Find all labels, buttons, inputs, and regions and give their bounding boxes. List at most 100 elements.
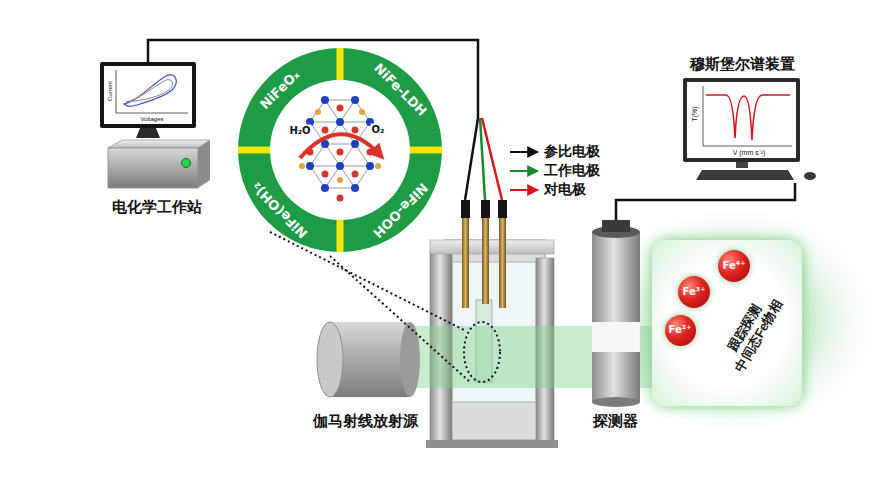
electrode-arrow [510,170,538,172]
ring-divider [337,220,344,252]
ring-band [238,48,442,252]
mossbauer-computer [703,146,792,147]
catalyst-lattice [336,118,344,126]
iron-ion: Fe⁴⁺ [718,250,750,282]
gamma-source [317,322,420,397]
axis-label: Voltages [140,116,163,123]
electrode-label: 工作电极 [544,163,600,178]
catalyst-lattice [351,184,359,192]
electrode-rod [461,200,470,218]
electrode-rod [462,218,469,308]
catalyst-lattice [321,184,329,192]
mossbauer-computer [706,95,790,140]
zoom-leader [464,322,500,382]
catalyst-lattice [299,109,381,183]
catalyst-lattice [299,163,305,169]
ion-label: Fe²⁺ [669,325,692,335]
axis-label: T(%) [691,106,699,121]
green-glow [585,200,875,440]
label-anchor: 对电极 [544,182,586,197]
catalyst-lattice [337,149,344,156]
axis-label: V (mm s⁻¹) [733,149,766,157]
text-anchor: Fe²⁺ [669,325,692,335]
electrode-wire [482,118,502,200]
detector-cable [616,183,795,222]
catalyst-lattice [359,109,365,115]
cv-monitor [116,113,188,114]
label-anchor: V (mm s⁻¹) [733,149,766,157]
catalyst-lattice [337,105,344,112]
label-anchor: 工作电极 [544,163,600,178]
detector [592,322,640,352]
catalyst-lattice [310,100,370,188]
cv-monitor [126,80,173,102]
catalyst-lattice [321,96,329,104]
mossbauer-computer [804,172,816,180]
text-anchor: 跟踪探测 中间态Fe物相 [713,281,791,384]
catalyst-lattice [307,105,374,202]
device-label: 电化学工作站 [112,199,202,216]
text-anchor: O₂ [371,124,386,135]
detector [592,397,640,407]
zoom-leader [270,232,500,382]
label-anchor: 穆斯堡尔谱装置 [690,56,795,73]
cv-monitor [124,75,176,106]
catalyst-lattice [337,195,344,202]
mossbauer-computer [703,86,704,146]
detector [592,220,640,407]
electrode-rod [498,200,507,218]
ring-shape [238,48,442,252]
workstation [108,148,198,188]
ion-label: Fe⁴⁺ [723,261,746,271]
catalyst-lattice [351,96,359,104]
mossbauer-computer [683,78,816,180]
device-label: 伽马射线放射源 [313,413,418,430]
workstation [182,159,191,168]
catalyst-lattice [352,171,359,178]
electrochemical-cell [430,240,554,254]
device-label: 探测器 [593,413,638,430]
mossbauer-computer [696,170,794,180]
electrode-label: 参比电极 [544,144,600,159]
phase-label: O₂ [371,124,386,135]
gamma-source [317,322,343,397]
catalyst-lattice [366,162,374,170]
electrode-rod [499,218,506,308]
label-anchor: 探测器 [593,413,638,430]
ring-divider [410,147,442,154]
panel-label: 跟踪探测 中间态Fe物相 [713,281,791,384]
detector-cable [616,183,795,222]
zoom-leader [330,256,470,382]
electrochemical-cell [426,440,558,448]
catalyst-lattice [336,162,344,170]
cv-monitor [100,62,196,138]
catalyst-lattice [322,127,329,134]
electrode-rod [482,218,489,304]
ring-divider [337,48,344,80]
text-anchor: Fe³⁺ [683,287,706,297]
cv-monitor [116,70,117,113]
device-label: 穆斯堡尔谱装置 [690,56,795,73]
catalyst-lattice [300,134,380,158]
workstation [198,140,210,188]
electrode-arrow [510,151,538,153]
electrode-label: 对电极 [544,182,586,197]
catalyst-lattice [337,177,343,183]
catalyst-lattice [310,144,370,188]
catalyst-lattice [351,140,359,148]
cv-monitor [104,66,192,124]
label-anchor: 电化学工作站 [112,199,202,216]
ion-label: Fe³⁺ [683,287,706,297]
label-anchor: T(%) [691,106,699,121]
phase-label: H₂O [288,125,311,136]
ring-divider [238,147,270,154]
iron-ion: Fe³⁺ [678,276,710,308]
label-anchor: Voltages [140,116,163,123]
tracking-panel: Fe⁴⁺ Fe³⁺ Fe²⁺ 跟踪探测 中间态Fe物相 [652,240,802,406]
label-anchor: Current [107,81,114,101]
text-anchor: Fe⁴⁺ [723,261,746,271]
text-anchor: H₂O [288,125,311,136]
cv-monitor [136,128,160,138]
